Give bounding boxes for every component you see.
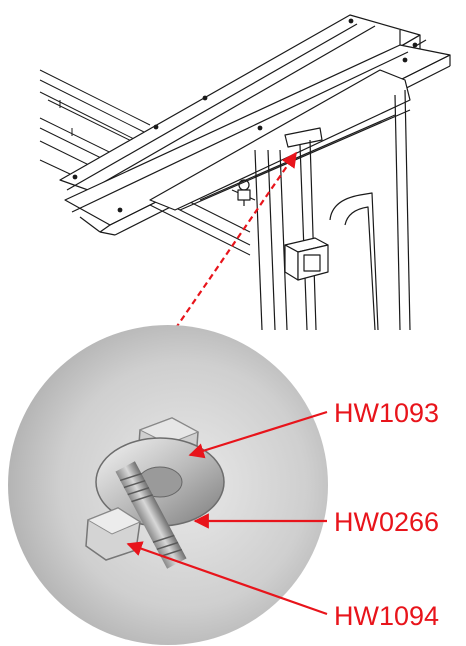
callout-label-hw1093: HW1093 (334, 398, 440, 428)
vertical-posts (254, 89, 411, 331)
mounting-holes (72, 18, 418, 213)
frame-line-drawing (39, 14, 451, 331)
callout-label-hw0266: HW0266 (334, 507, 440, 537)
hardware-detail-photo (8, 325, 328, 645)
grease-fitting-icon (237, 179, 251, 206)
square-tube (284, 237, 329, 281)
callout-leaders (126, 410, 328, 616)
hex-nut-bottom (85, 507, 142, 561)
threaded-bolt (115, 461, 187, 569)
callout-label-hw1094: HW1094 (334, 601, 440, 631)
callout-leader-3 (126, 541, 328, 616)
callout-leader-1 (188, 410, 328, 459)
